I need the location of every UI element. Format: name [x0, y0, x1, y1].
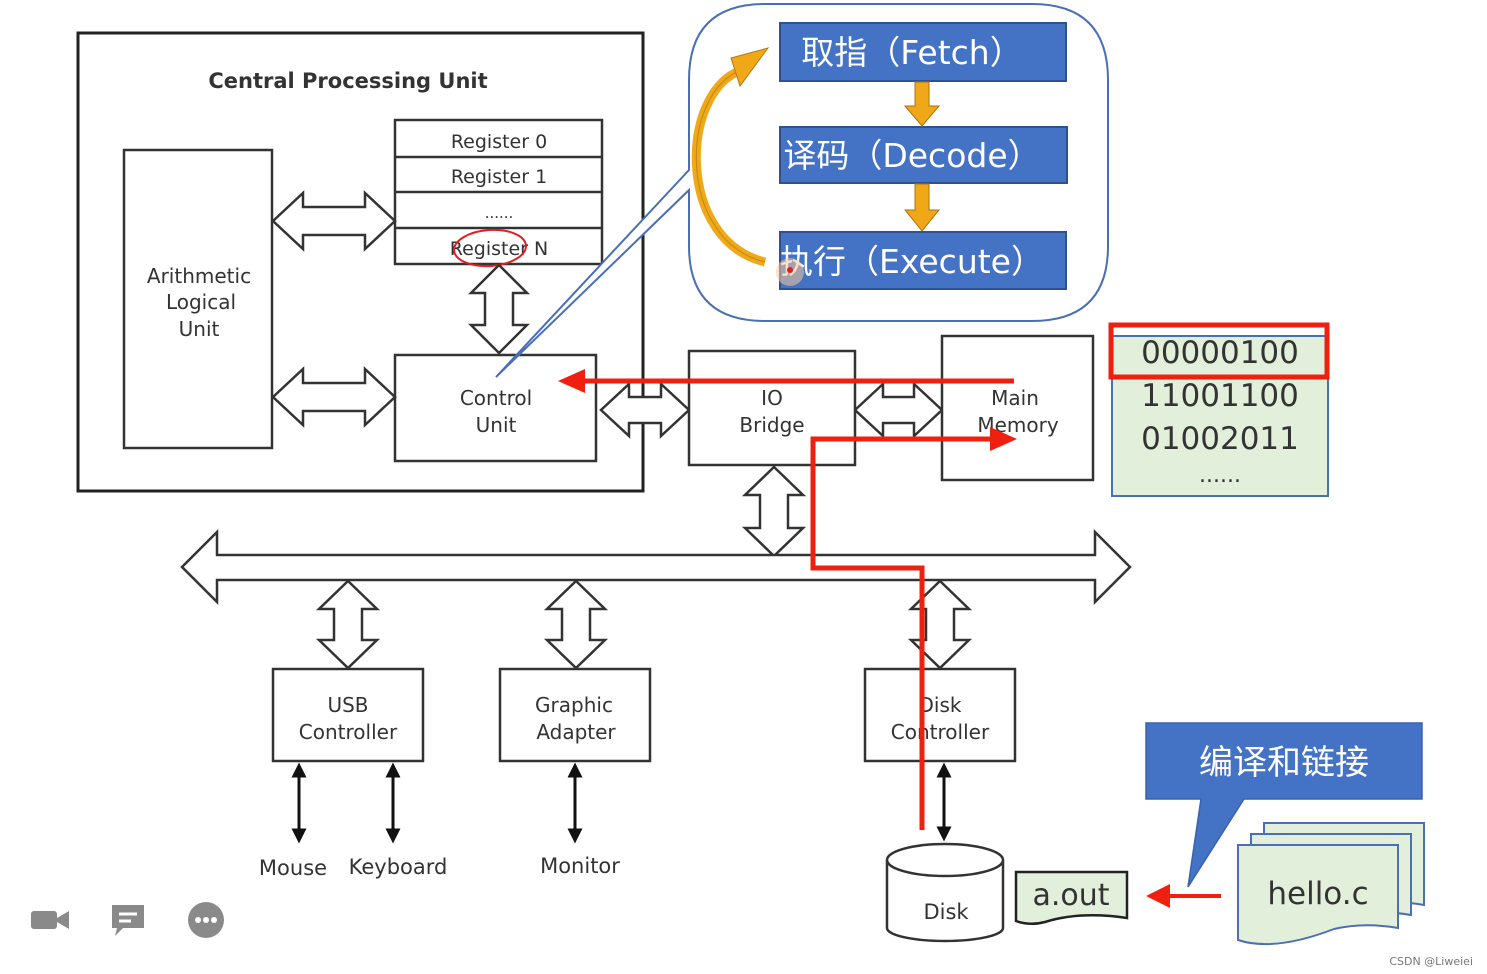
- register-0: Register 0: [451, 131, 547, 153]
- chat-icon: [112, 905, 144, 936]
- helloc-label: hello.c: [1267, 876, 1368, 912]
- system-bus: [180, 528, 1132, 606]
- more-button[interactable]: [184, 898, 228, 942]
- aout-label: a.out: [1032, 878, 1109, 913]
- disk-label: Disk: [923, 900, 969, 924]
- disk-to-memory-trace: [810, 427, 1017, 830]
- watermark: CSDN @Liweiei: [1389, 955, 1473, 968]
- bus-usb-arrow: [315, 579, 381, 670]
- register-n: Register N: [450, 238, 548, 260]
- monitor-label: Monitor: [540, 854, 620, 878]
- alu-label-2: Logical: [166, 290, 236, 314]
- decode-box: [779, 126, 1068, 184]
- disk-controller-box: [863, 667, 1017, 763]
- disk-ctrl-label-1: Disk: [919, 693, 962, 717]
- pointer-dot-center: [787, 267, 793, 273]
- fetch-box: [779, 22, 1067, 82]
- disk-ctrl-label-2: Controller: [891, 720, 990, 744]
- main-memory-label-1: Main: [991, 386, 1039, 410]
- fetch-label: 取指（Fetch）: [801, 33, 1022, 72]
- usb-label-2: Controller: [299, 720, 398, 744]
- io-bridge-label-2: Bridge: [739, 413, 804, 437]
- register-control-arrow: [467, 263, 531, 355]
- helloc-document-stack: [1237, 822, 1425, 946]
- graphic-label-1: Graphic: [535, 693, 613, 717]
- register-1: Register 1: [451, 166, 547, 188]
- video-camera-button[interactable]: [28, 898, 72, 942]
- usb-label-1: USB: [327, 693, 368, 717]
- usb-controller-box: [271, 667, 425, 763]
- video-camera-icon: [31, 911, 69, 929]
- execute-box: [779, 231, 1067, 290]
- alu-label-3: Unit: [179, 317, 220, 341]
- memory-ellipsis: ......: [1199, 463, 1241, 488]
- iobridge-memory-arrow: [853, 381, 944, 439]
- main-memory-box: [940, 334, 1095, 482]
- callout-label: 编译和链接: [1199, 743, 1369, 783]
- mouse-label: Mouse: [259, 856, 327, 880]
- main-memory-label-2: Memory: [977, 413, 1059, 437]
- aout-document: [1014, 870, 1129, 925]
- memory-word-1: 11001100: [1141, 378, 1299, 414]
- memory-word-0: 00000100: [1141, 335, 1299, 371]
- disk-cylinder: [885, 842, 1005, 943]
- decode-execute-arrow: [903, 183, 941, 232]
- compile-arrow: [1146, 884, 1221, 908]
- alu-label-1: Arithmetic: [147, 264, 251, 288]
- register-ellipsis: ......: [485, 204, 514, 222]
- control-unit-label-1: Control: [460, 386, 532, 410]
- register-n-circle: [453, 228, 527, 268]
- chat-button[interactable]: [106, 898, 150, 942]
- execute-label: 执行（Execute）: [780, 242, 1044, 281]
- iobridge-bus-arrow: [741, 465, 807, 558]
- bus-graphic-arrow: [543, 579, 609, 670]
- alu-control-arrow: [271, 366, 397, 428]
- control-unit-box: [393, 353, 598, 463]
- alu-box: [122, 148, 274, 450]
- memory-highlight-box: [1108, 322, 1330, 380]
- memory-to-control-trace: [558, 369, 1014, 393]
- io-bridge-label-1: IO: [761, 386, 783, 410]
- compile-link-callout: [1145, 722, 1423, 888]
- memory-word-2: 01002011: [1141, 421, 1299, 457]
- fetch-decode-arrow: [903, 81, 941, 127]
- control-unit-label-2: Unit: [476, 413, 517, 437]
- decode-label: 译码（Decode）: [783, 136, 1040, 175]
- graphic-label-2: Adapter: [536, 720, 616, 744]
- graphic-adapter-box: [498, 667, 652, 763]
- io-bridge-box: [687, 349, 857, 467]
- memory-contents-panel: [1111, 335, 1329, 497]
- keyboard-label: Keyboard: [349, 855, 448, 879]
- cycle-loop-arrow: [691, 47, 770, 267]
- more-icon: [188, 902, 224, 938]
- alu-register-arrow: [271, 190, 397, 252]
- cpu-title: Central Processing Unit: [208, 69, 487, 93]
- meeting-toolbar: [28, 898, 228, 942]
